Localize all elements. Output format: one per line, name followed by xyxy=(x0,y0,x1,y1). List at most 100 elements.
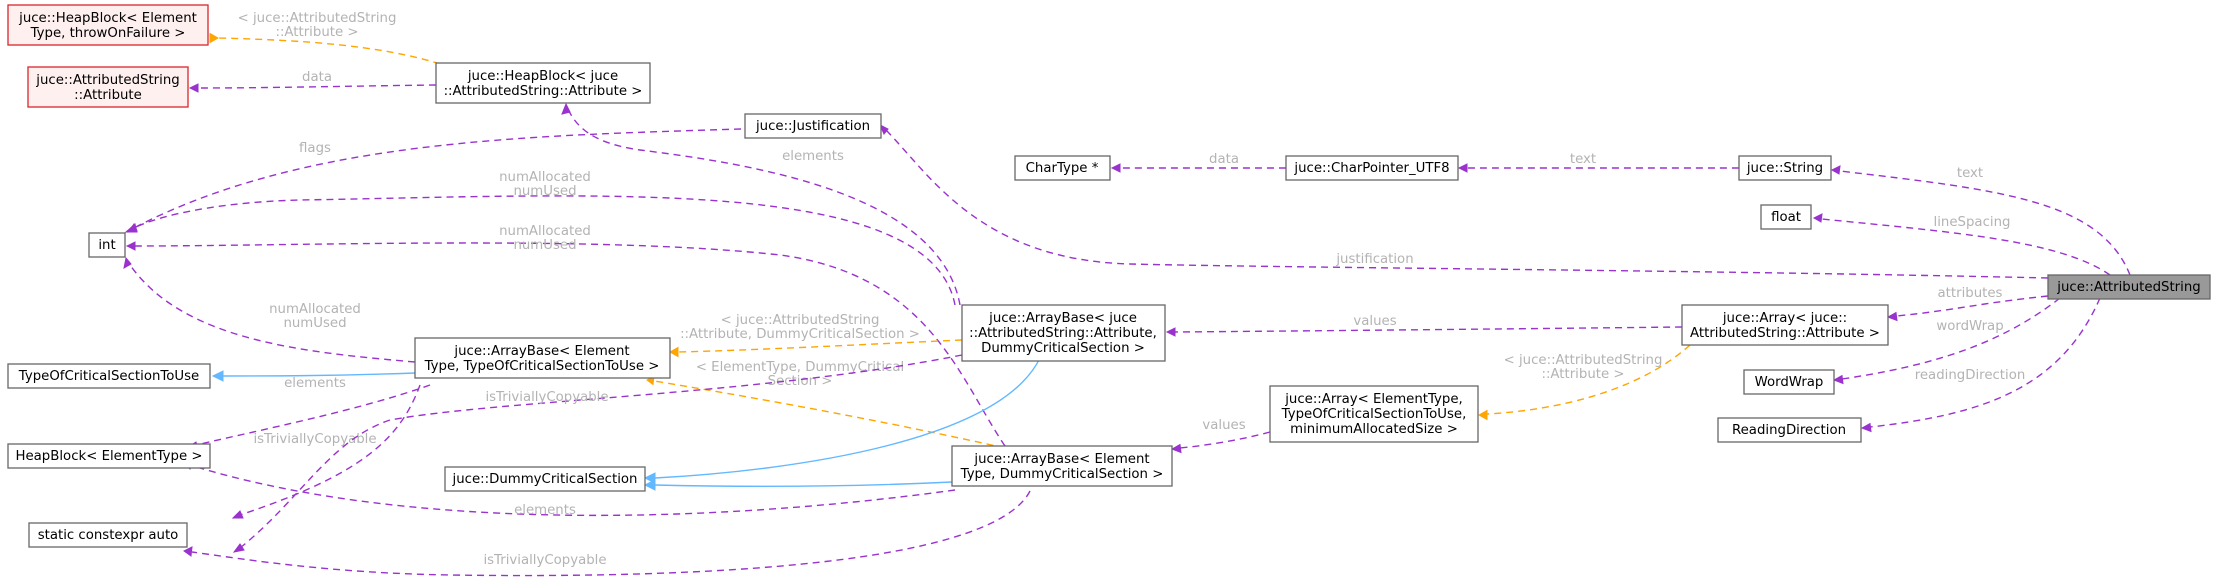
edge-attributedstring-linespacing: lineSpacing xyxy=(1812,213,2111,276)
class-node-int[interactable]: int xyxy=(88,232,126,258)
edge-label: justification xyxy=(1335,252,1413,267)
edge-arraybase-attribute-elements: elements xyxy=(561,102,961,306)
svg-text:juce::Array< ElementType,: juce::Array< ElementType, xyxy=(1284,392,1463,407)
edge-label: elements xyxy=(782,149,844,164)
edge-attributedstring-justification: justification xyxy=(878,123,2049,279)
svg-text:juce::String: juce::String xyxy=(1746,161,1823,176)
svg-text:juce::Array< juce::: juce::Array< juce:: xyxy=(1722,311,1847,326)
edge-arraybase-attribute-int: numAllocated numUsed xyxy=(126,170,956,306)
class-node-array-generic[interactable]: juce::Array< ElementType, TypeOfCritical… xyxy=(1269,385,1479,443)
edge-label: numAllocated xyxy=(499,224,591,239)
edge-label: ::Attribute > xyxy=(1541,367,1624,382)
edge-attributedstring-text: text xyxy=(1830,165,2131,276)
class-node-attributedstring-attribute[interactable]: juce::AttributedString ::Attribute xyxy=(27,66,189,108)
edge-label: text xyxy=(1570,152,1596,167)
edge-label: data xyxy=(1209,152,1239,167)
edge-heapblock-attribute-data: data xyxy=(188,70,437,93)
edge-label: < ElementType, DummyCritical xyxy=(696,360,904,375)
svg-text:juce::DummyCriticalSection: juce::DummyCriticalSection xyxy=(452,472,638,487)
edge-array-generic-values: values xyxy=(1170,418,1271,454)
class-node-attributedstring-focus[interactable]: juce::AttributedString xyxy=(2047,274,2211,300)
class-node-array-attribute[interactable]: juce::Array< juce:: AttributedString::At… xyxy=(1681,304,1889,346)
class-node-heapblock-element-throwonfailure[interactable]: juce::HeapBlock< Element Type, throwOnFa… xyxy=(7,4,209,46)
edge-array-attribute-values: values xyxy=(1165,314,1683,337)
svg-text:static constexpr auto: static constexpr auto xyxy=(38,528,179,543)
class-node-static-constexpr-auto[interactable]: static constexpr auto xyxy=(28,522,188,548)
edge-label: numUsed xyxy=(513,238,576,253)
edge-label: < juce::AttributedString xyxy=(721,313,880,328)
edge-label: numUsed xyxy=(283,316,346,331)
edge-arraybase-attribute-inherits-dummycs xyxy=(643,357,1041,484)
svg-text:juce::HeapBlock< juce: juce::HeapBlock< juce xyxy=(467,69,618,84)
class-node-heapblock-elementtype[interactable]: HeapBlock< ElementType > xyxy=(7,443,211,469)
svg-text:WordWrap: WordWrap xyxy=(1755,375,1824,390)
class-node-float[interactable]: float xyxy=(1760,204,1812,230)
svg-text:Type, throwOnFailure >: Type, throwOnFailure > xyxy=(30,26,186,41)
edge-attributedstring-attributes: attributes xyxy=(1886,286,2049,322)
class-node-heapblock-attribute[interactable]: juce::HeapBlock< juce ::AttributedString… xyxy=(435,62,651,104)
svg-text:int: int xyxy=(98,238,115,253)
edge-charpointer-data: data xyxy=(1110,152,1286,173)
class-node-wordwrap[interactable]: WordWrap xyxy=(1743,369,1835,395)
class-node-string[interactable]: juce::String xyxy=(1738,155,1832,181)
edge-label: values xyxy=(1202,418,1245,433)
class-node-justification[interactable]: juce::Justification xyxy=(744,113,882,139)
class-node-arraybase-dummycriticalsection[interactable]: juce::ArrayBase< Element Type, DummyCrit… xyxy=(951,445,1173,487)
svg-text:TypeOfCriticalSectionToUse: TypeOfCriticalSectionToUse xyxy=(18,369,199,384)
edge-arraybase-generic-static: isTriviallyCopyable xyxy=(231,384,421,519)
edge-label: ::Attribute, DummyCriticalSection > xyxy=(680,327,920,342)
svg-text:HeapBlock< ElementType >: HeapBlock< ElementType > xyxy=(15,449,202,464)
edge-arraybase-dummy-int: numAllocated numUsed xyxy=(125,224,1006,447)
edge-label: elements xyxy=(514,503,576,518)
edge-label: lineSpacing xyxy=(1934,215,2011,230)
svg-text:AttributedString::Attribute >: AttributedString::Attribute > xyxy=(1690,326,1880,341)
edge-arraybase-generic-int: numAllocated numUsed xyxy=(123,256,416,363)
class-node-readingdirection[interactable]: ReadingDirection xyxy=(1717,417,1862,443)
svg-text:juce::ArrayBase< Element: juce::ArrayBase< Element xyxy=(453,344,629,359)
edge-label: text xyxy=(1957,166,1983,181)
edge-label: ::Attribute > xyxy=(275,25,358,40)
edge-label: wordWrap xyxy=(1936,319,2003,334)
edge-arraybase-attribute-template: < juce::AttributedString ::Attribute, Du… xyxy=(668,313,963,358)
edge-label: elements xyxy=(284,376,346,391)
edge-arraybase-attribute-static: isTriviallyCopyable xyxy=(232,354,963,553)
edge-label: < juce::AttributedString xyxy=(238,11,397,26)
edge-array-attribute-template: < juce::AttributedString ::Attribute > xyxy=(1477,344,1691,421)
edge-arraybase-dummy-template: < ElementType, DummyCritical Section > xyxy=(646,360,1006,449)
edge-arraybase-dummy-static: isTriviallyCopyable xyxy=(183,490,1031,577)
class-node-charpointer-utf8[interactable]: juce::CharPointer_UTF8 xyxy=(1285,155,1459,181)
edge-label: isTriviallyCopyable xyxy=(485,390,608,405)
class-node-arraybase-generic[interactable]: juce::ArrayBase< Element Type, TypeOfCri… xyxy=(414,337,671,379)
edge-label: values xyxy=(1353,314,1396,329)
svg-text:::AttributedString::Attribute,: ::AttributedString::Attribute, xyxy=(969,326,1157,341)
svg-text:float: float xyxy=(1771,210,1801,225)
svg-text:juce::AttributedString: juce::AttributedString xyxy=(2056,280,2200,295)
edge-label: < juce::AttributedString xyxy=(1504,353,1663,368)
svg-text:juce::AttributedString: juce::AttributedString xyxy=(35,73,179,88)
edge-justification-flags: flags xyxy=(124,128,742,233)
class-node-dummycriticalsection[interactable]: juce::DummyCriticalSection xyxy=(444,466,646,492)
svg-text:juce::Justification: juce::Justification xyxy=(755,119,870,134)
edge-attributedstring-wordwrap: wordWrap xyxy=(1832,297,2061,385)
class-node-chartype-pointer[interactable]: CharType * xyxy=(1014,155,1111,181)
svg-text:juce::ArrayBase< Element: juce::ArrayBase< Element xyxy=(973,452,1149,467)
class-node-arraybase-attribute[interactable]: juce::ArrayBase< juce ::AttributedString… xyxy=(961,304,1166,362)
edge-attributedstring-readingdirection: readingDirection xyxy=(1860,297,2101,433)
edge-string-text: text xyxy=(1457,152,1739,173)
svg-text:ReadingDirection: ReadingDirection xyxy=(1732,423,1846,438)
svg-text:::AttributedString::Attribute: ::AttributedString::Attribute > xyxy=(444,84,643,99)
edge-arraybase-dummy-inherits-dummycs xyxy=(643,479,953,491)
edge-label: numAllocated xyxy=(499,170,591,185)
svg-text:juce::ArrayBase< juce: juce::ArrayBase< juce xyxy=(988,311,1137,326)
svg-text:::Attribute: ::Attribute xyxy=(74,88,142,103)
edge-label: data xyxy=(302,70,332,85)
edge-label: attributes xyxy=(1938,286,2003,301)
edge-label: readingDirection xyxy=(1915,368,2026,383)
svg-text:juce::CharPointer_UTF8: juce::CharPointer_UTF8 xyxy=(1293,161,1449,176)
svg-text:juce::HeapBlock< Element: juce::HeapBlock< Element xyxy=(18,11,197,26)
class-node-typeofcriticalsectiontouse[interactable]: TypeOfCriticalSectionToUse xyxy=(7,363,211,389)
svg-text:minimumAllocatedSize >: minimumAllocatedSize > xyxy=(1290,422,1458,437)
svg-text:CharType *: CharType * xyxy=(1026,161,1099,176)
edge-label: flags xyxy=(299,141,331,156)
